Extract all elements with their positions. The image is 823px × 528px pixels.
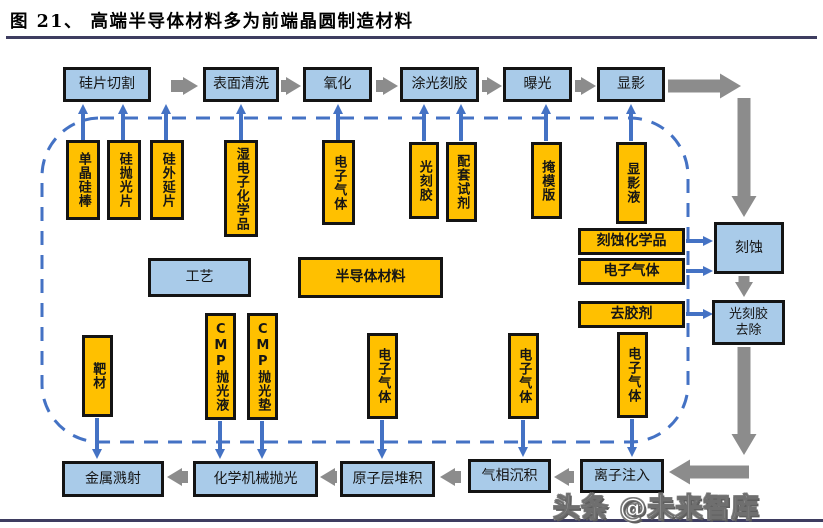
material-electronic-gas-etch: 电子气体 [578, 258, 685, 285]
material-mono-si-ingot: 单晶硅棒 [66, 140, 100, 220]
process-cvd: 气相沉积 [468, 459, 551, 493]
process-coat-photoresist: 涂光刻胶 [400, 67, 479, 102]
material-etch-chemicals: 刻蚀化学品 [578, 228, 685, 255]
figure-title: 图 21、 高端半导体材料多为前端晶圆制造材料 [10, 12, 414, 32]
material-photoresist: 光刻胶 [409, 142, 439, 219]
process-surface-clean: 表面清洗 [203, 67, 279, 102]
material-photomask: 掩模版 [531, 142, 562, 219]
process-metal-sputtering: 金属溅射 [62, 461, 164, 497]
process-ion-implant: 离子注入 [580, 459, 664, 493]
material-si-polished-wafer: 硅抛光片 [107, 140, 141, 220]
process-ald: 原子层堆积 [340, 461, 435, 497]
bottom-rule [0, 519, 823, 522]
process-development: 显影 [597, 67, 665, 102]
process-wafer-slicing: 硅片切割 [63, 67, 151, 102]
process-photoresist-removal: 光刻胶去除 [712, 300, 785, 345]
materials-dashed-boundary [40, 116, 690, 444]
process-cmp: 化学机械抛光 [193, 461, 318, 497]
material-stripper: 去胶剂 [578, 301, 685, 328]
material-cmp-pad: CMP抛光垫 [247, 313, 278, 420]
process-etching: 刻蚀 [714, 222, 784, 274]
title-rule [6, 36, 817, 39]
legend-material: 半导体材料 [298, 257, 443, 298]
process-oxidation: 氧化 [303, 67, 372, 102]
material-cmp-slurry: CMP抛光液 [205, 313, 236, 420]
material-electronic-gas-implant: 电子气体 [617, 332, 648, 418]
material-reagents: 配套试剂 [446, 142, 477, 222]
material-si-epi-wafer: 硅外延片 [150, 140, 184, 220]
material-wet-chemicals: 湿电子化学品 [224, 140, 258, 237]
legend-process: 工艺 [148, 258, 251, 297]
material-electronic-gas-oxidation: 电子气体 [322, 140, 355, 225]
material-electronic-gas-cvd: 电子气体 [508, 333, 539, 419]
material-electronic-gas-ald: 电子气体 [367, 333, 398, 419]
watermark: 头条 @未来智库 [552, 493, 760, 525]
material-developer: 显影液 [616, 142, 647, 224]
process-exposure: 曝光 [503, 67, 572, 102]
material-sputter-target: 靶材 [82, 335, 113, 417]
